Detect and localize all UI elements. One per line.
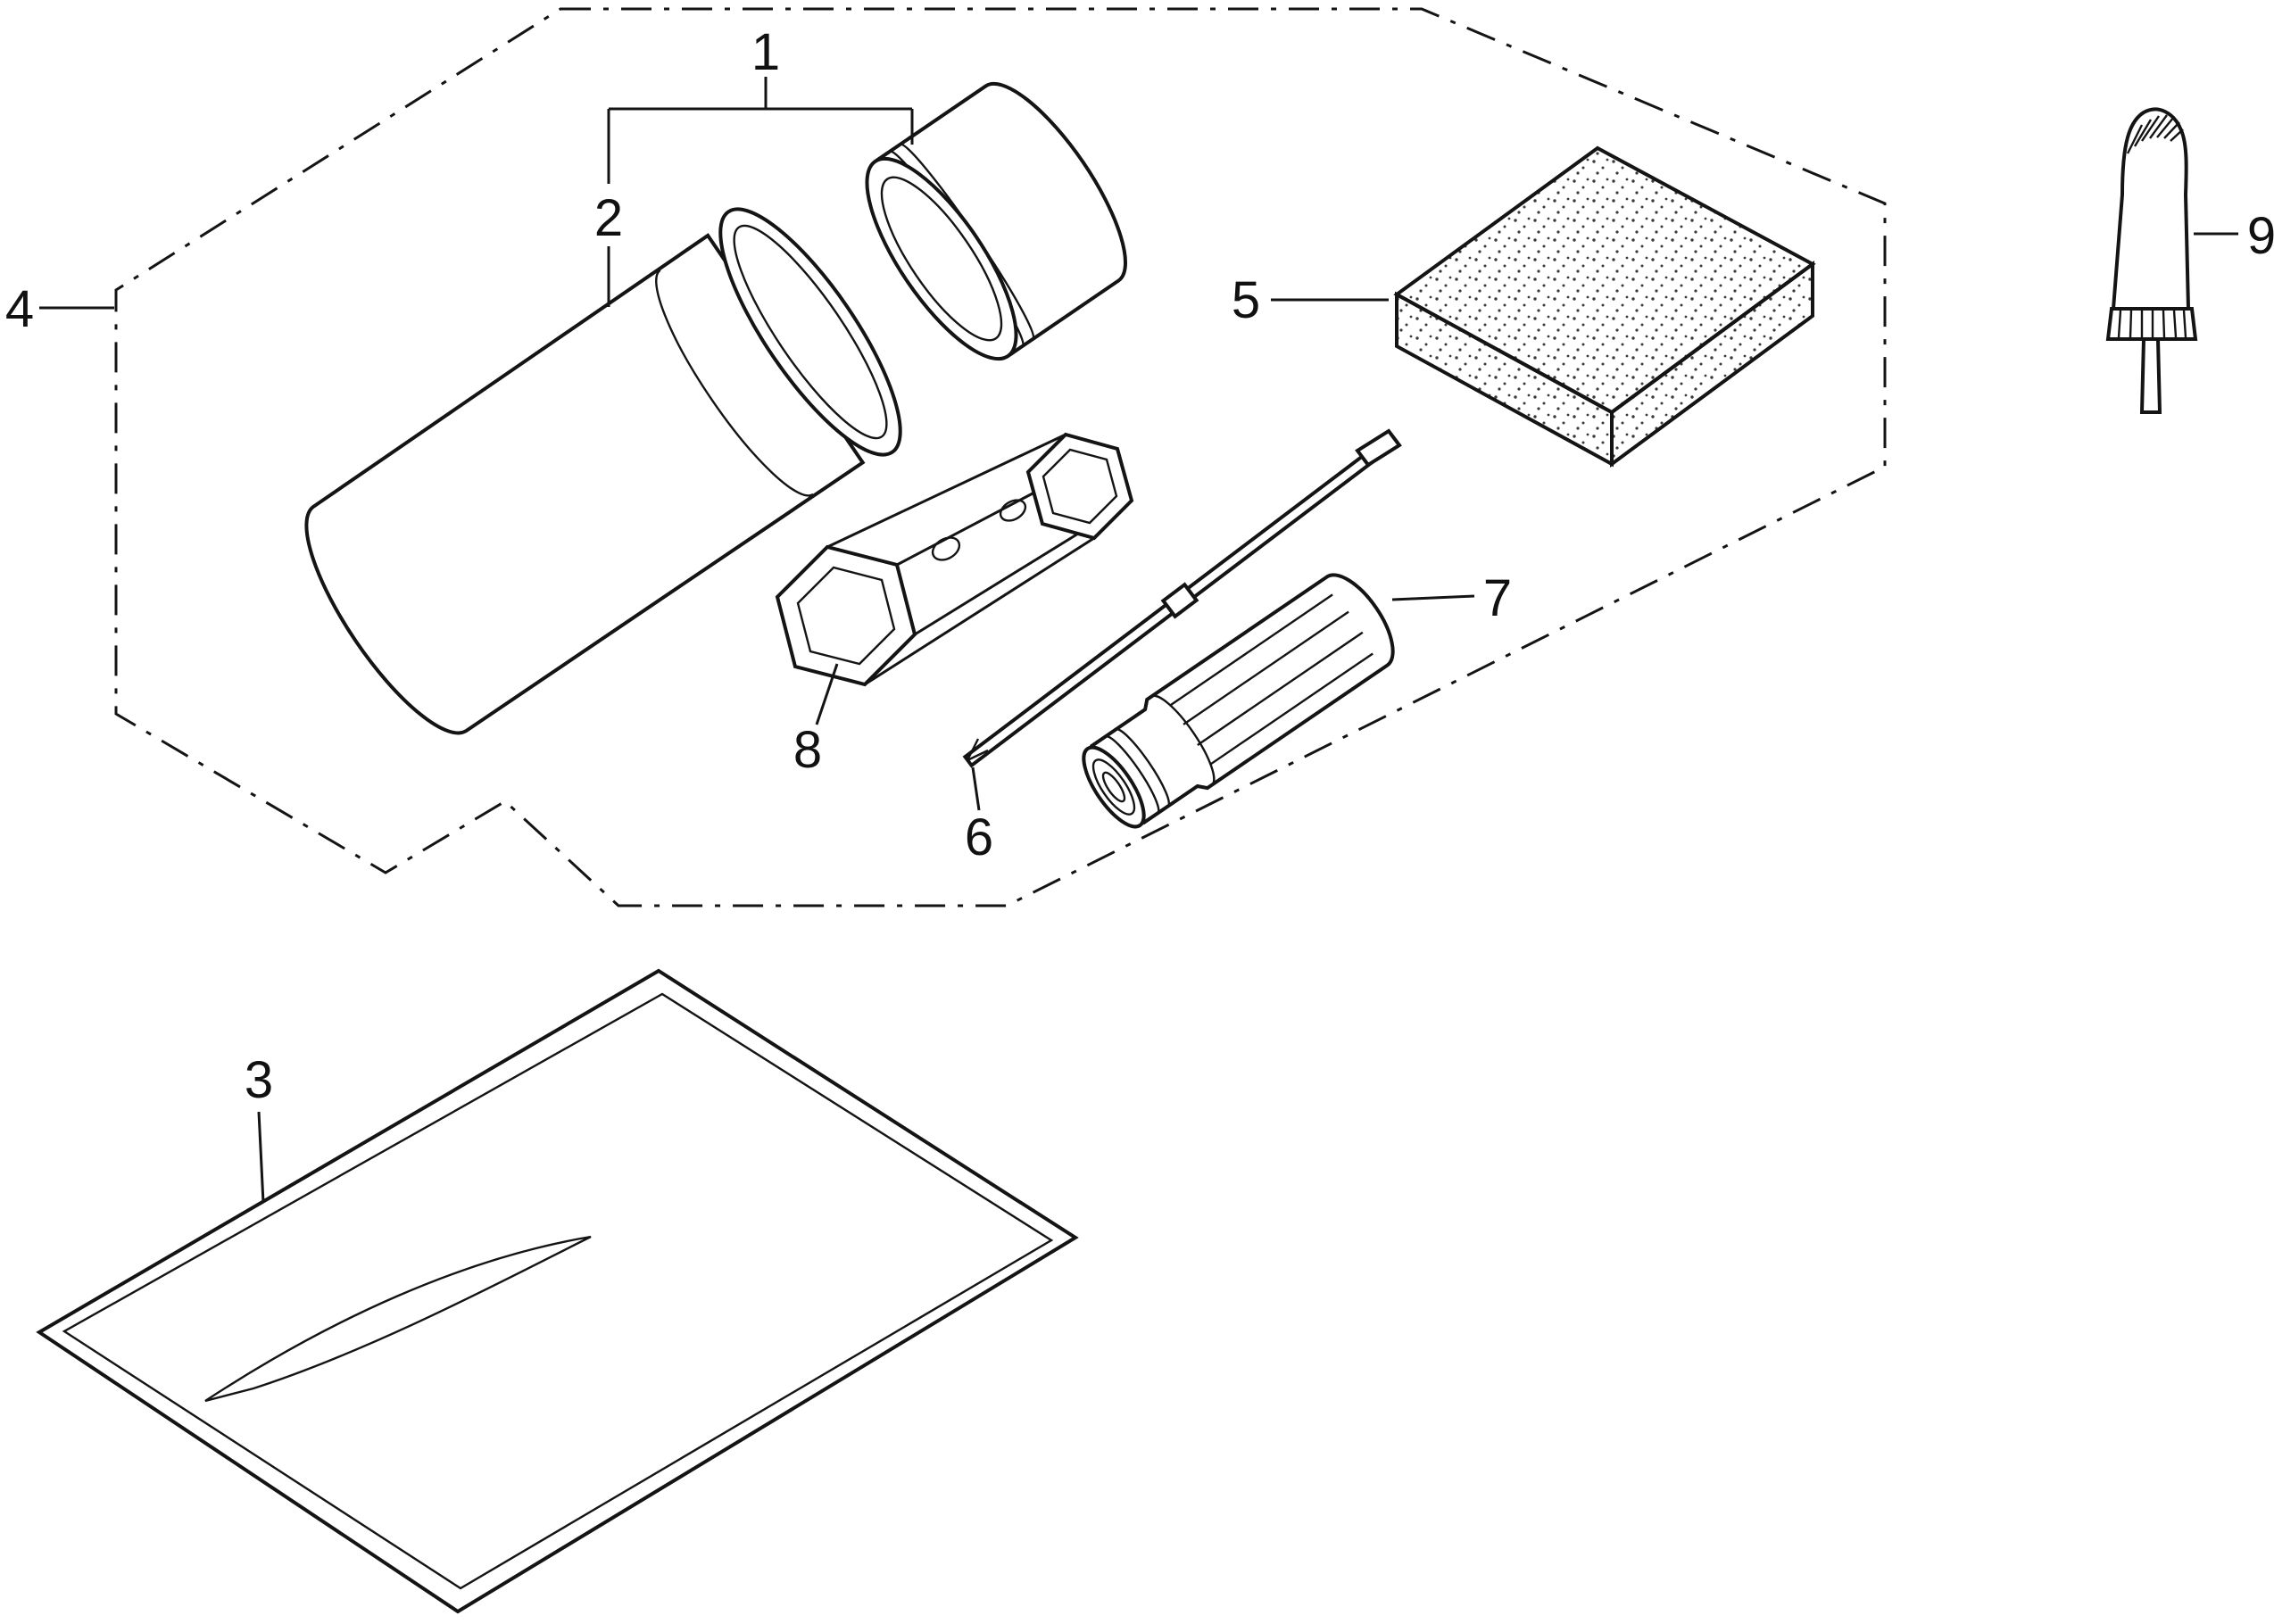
callout-bracket-1: 1 2 [594, 23, 914, 307]
blade-phillips-flute-2 [966, 738, 980, 761]
tool-bag: 3 [36, 968, 1079, 1614]
part-callout-4: 4 [5, 280, 34, 338]
grip-skirt-serrations [2117, 310, 2187, 338]
tool-case-body [304, 207, 902, 735]
handle-flute-4 [1209, 652, 1374, 766]
wrench-edge-4 [864, 536, 1095, 686]
handle-flute-1 [1169, 593, 1333, 707]
part-callout-8: 8 [793, 721, 822, 779]
kit-outline-boundary: 4 [5, 7, 1887, 907]
sponge-pad: 5 [1232, 145, 1816, 468]
bag-outline [36, 968, 1079, 1614]
wrench-tommy-bar-hole-1 [931, 536, 961, 561]
cap-rim-outer [865, 156, 1018, 361]
grip-drive-shaft [2139, 337, 2162, 414]
part-callout-9: 9 [2247, 207, 2274, 265]
part-callout-1: 1 [751, 23, 780, 81]
case-opening-inner [733, 224, 888, 440]
wrench-far-hex-inner [1042, 448, 1118, 525]
handle-grip-band [1150, 694, 1216, 786]
grip-handle-body [2111, 107, 2191, 311]
screwdriver-handle: 7 [1082, 569, 1512, 829]
wrench-near-hex-inner [796, 566, 896, 666]
case-opening-rim [718, 207, 902, 457]
leader-line-6 [971, 766, 981, 811]
cap-band-line-2 [900, 143, 1035, 340]
blade-phillips-flute-1 [967, 749, 989, 762]
part-callout-5: 5 [1232, 271, 1260, 329]
case-band-line [655, 269, 814, 497]
wrench-edge-1 [826, 433, 1066, 549]
sponge-front-right-face [1610, 261, 1814, 468]
handle-socket-hole [1101, 771, 1126, 803]
part-callout-7: 7 [1483, 569, 1512, 627]
part-callout-2: 2 [594, 189, 623, 247]
bag-seal-seam [62, 992, 1054, 1590]
part-callout-3: 3 [245, 1051, 273, 1109]
grip-handle-tool: 9 [2105, 107, 2274, 414]
handle-flute-3 [1197, 631, 1364, 746]
cap-body-silhouette [876, 81, 1127, 357]
leader-line-8 [815, 663, 839, 725]
part-callout-6: 6 [965, 808, 993, 866]
bag-highlight-swoosh [204, 1235, 592, 1403]
handle-ferrule-band-1 [1104, 734, 1160, 815]
leader-line-7 [1391, 594, 1475, 601]
wrench-near-hex-outer [775, 544, 917, 687]
wrench-tommy-bar-hole-2 [999, 499, 1027, 522]
handle-ferrule-band-2 [1115, 728, 1170, 808]
handle-flute-2 [1183, 610, 1349, 725]
tool-case-cap [865, 81, 1127, 361]
box-wrench: 8 [775, 432, 1134, 779]
blade-center-collar [1160, 582, 1199, 619]
handle-silhouette [1089, 573, 1395, 825]
cap-rim-inner [880, 176, 1003, 342]
handle-socket-rim [1082, 745, 1146, 829]
case-body-silhouette [304, 233, 866, 735]
leader-line-3 [257, 1111, 265, 1204]
handle-socket-ring [1091, 758, 1136, 816]
blade-flat-tip [1355, 428, 1402, 468]
wrench-far-hex-outer [1025, 432, 1134, 541]
boundary-outline [114, 7, 1887, 907]
screwdriver-blade: 6 [962, 428, 1402, 866]
grip-knurl-hatching [2126, 114, 2184, 154]
